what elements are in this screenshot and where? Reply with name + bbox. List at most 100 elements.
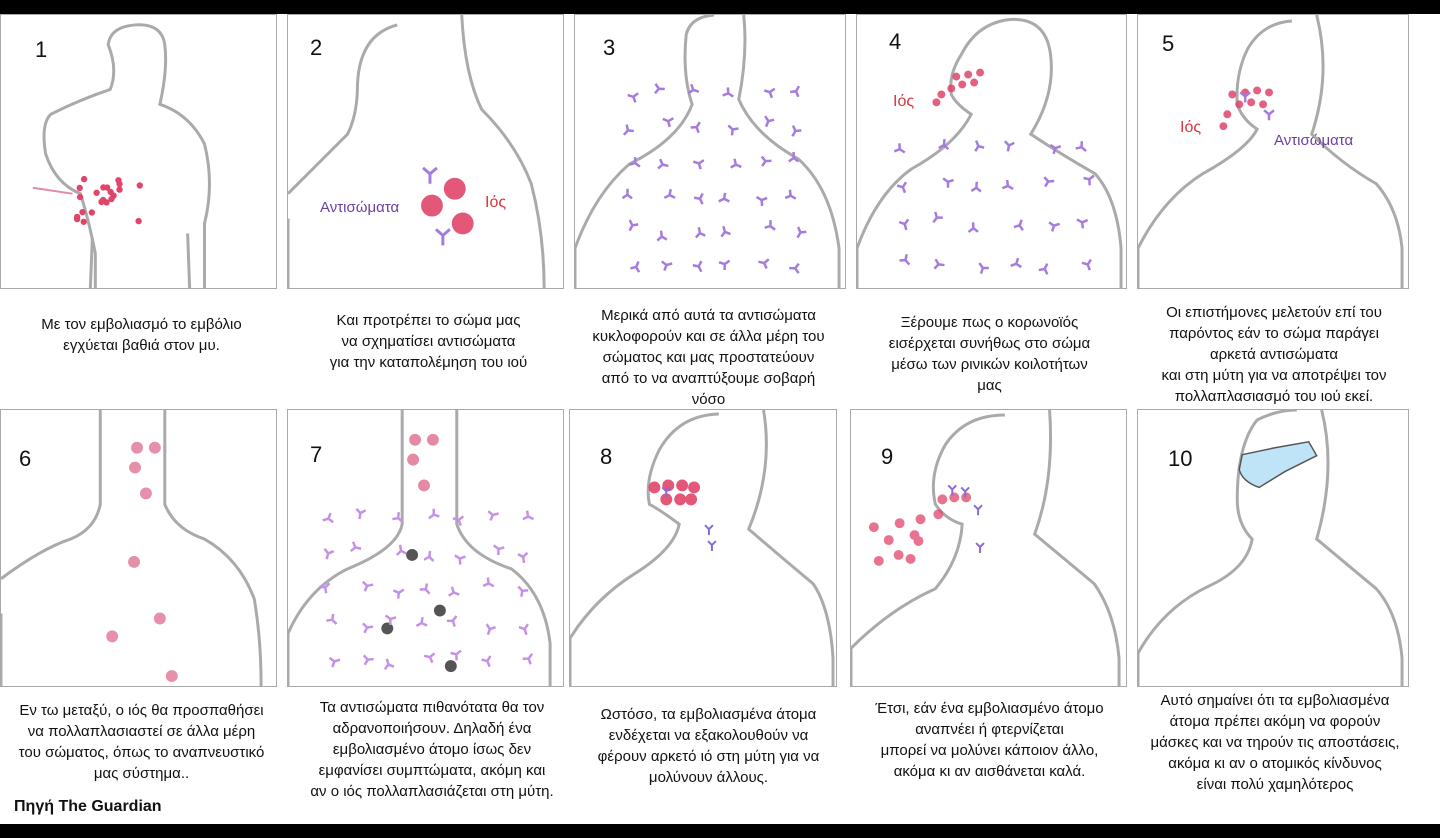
antibody-icon xyxy=(687,83,700,95)
antibody-icon xyxy=(1038,263,1049,275)
antibody-icon xyxy=(493,544,505,556)
antibody-icon xyxy=(323,547,335,560)
panel-7: 7 xyxy=(287,409,564,687)
bottom-black-bar xyxy=(0,824,1440,838)
antibody-icon xyxy=(482,577,495,588)
panel-9: 9 xyxy=(850,409,1127,687)
panel-3: 3 xyxy=(574,14,846,289)
antibody-icon xyxy=(1003,140,1015,152)
antibody-icon xyxy=(978,262,989,274)
antibody-icon xyxy=(446,615,458,627)
antibody-icon xyxy=(1048,221,1061,232)
panel-4: 4 Ιός xyxy=(856,14,1127,289)
antibody-icon xyxy=(518,623,530,636)
antibody-icon xyxy=(718,192,730,203)
injected-vaccine-dot xyxy=(73,215,81,223)
antibody-icon xyxy=(452,515,465,526)
virus-label: Ιός xyxy=(893,93,915,110)
antibody-icon xyxy=(428,508,440,520)
step-number: 1 xyxy=(35,37,48,62)
antibody-icon xyxy=(789,262,800,274)
step-number: 6 xyxy=(19,446,32,471)
panel-2: 2 Αντισώματα Ιός xyxy=(287,14,564,289)
virus-label: Ιός xyxy=(485,194,507,211)
antibody-icon xyxy=(1083,174,1095,186)
body-figure-antibody-formation xyxy=(288,15,546,288)
antibody-icon xyxy=(349,541,362,553)
antibody-icon xyxy=(933,258,945,270)
body-figure-sneezing xyxy=(851,410,1121,686)
antibody-icon xyxy=(656,230,668,242)
antibody-icon xyxy=(355,507,367,520)
antibody-icon xyxy=(760,155,772,167)
antibody-icon xyxy=(764,220,776,231)
antibody-icon xyxy=(694,226,706,239)
antibody-icon xyxy=(718,259,731,271)
injected-vaccine-dot xyxy=(76,184,83,192)
antibody-icon xyxy=(720,225,731,238)
caption-1: Με τον εμβολιασμό το εμβόλιο εγχύεται βα… xyxy=(41,316,242,354)
panel-10: 10 xyxy=(1137,409,1409,687)
antibody-icon xyxy=(1043,176,1055,188)
body-figure-antibodies-neutralising xyxy=(288,410,552,686)
body-figure-wearing-mask xyxy=(1138,410,1404,686)
antibody-icon xyxy=(692,260,703,273)
antibody-icon xyxy=(1075,141,1087,152)
antibody-icon xyxy=(481,655,492,668)
antibody-icon xyxy=(517,551,529,564)
injected-vaccine-dot xyxy=(136,182,143,189)
antibody-icon xyxy=(522,510,535,521)
antibody-icon xyxy=(415,616,428,627)
antibody-icon xyxy=(660,260,673,272)
antibody-icon xyxy=(763,87,776,99)
virus-label: Ιός xyxy=(1180,119,1202,136)
antibody-icon xyxy=(654,83,665,95)
caption-4: Ξέρουμε πως ο κορωνοϊός εισέρχεται συνήθ… xyxy=(888,314,1091,394)
antibody-icon xyxy=(384,614,397,625)
antibody-icon xyxy=(789,85,801,98)
antibody-icon xyxy=(326,613,338,625)
antibodies-label: Αντισώματα xyxy=(1274,132,1354,149)
antibody-icon xyxy=(758,258,770,269)
antibody-icon xyxy=(899,254,911,266)
injected-vaccine-dot xyxy=(93,189,100,196)
body-figure-arm-injection xyxy=(32,23,211,288)
injected-vaccine-dot xyxy=(76,193,84,201)
antibody-icon xyxy=(970,181,982,193)
antibody-icon xyxy=(788,151,800,163)
step-number: 4 xyxy=(889,29,902,54)
antibody-icon xyxy=(942,177,954,188)
antibody-icon xyxy=(383,658,395,671)
antibodies-label: Αντισώματα xyxy=(320,199,400,216)
caption-10: Αυτό σημαίνει ότι τα εμβολιασμένα άτομα … xyxy=(1150,692,1400,793)
antibody-icon xyxy=(1081,258,1092,271)
injected-vaccine-dot xyxy=(98,198,105,206)
panel-6: 6 xyxy=(0,409,277,687)
step-number: 3 xyxy=(603,35,616,60)
injected-vaccine-dot xyxy=(100,184,107,191)
antibody-icon xyxy=(755,195,768,207)
antibody-icon xyxy=(896,181,908,194)
antibody-icon xyxy=(692,159,705,170)
antibody-icon xyxy=(784,189,797,200)
antibody-icon xyxy=(690,121,701,134)
antibody-icon xyxy=(796,226,807,239)
caption-3: Μερικά από αυτά τα αντισώματα κυκλοφορού… xyxy=(592,307,825,408)
antibody-icon xyxy=(1001,179,1014,190)
antibody-icon xyxy=(322,512,334,524)
antibody-icon xyxy=(1076,218,1089,229)
antibody-icon xyxy=(328,656,341,668)
caption-7: Τα αντισώματα πιθανότατα θα τον αδρανοπο… xyxy=(310,699,554,800)
antibody-icon xyxy=(628,219,639,232)
injected-vaccine-dot xyxy=(80,175,88,183)
antibody-icon xyxy=(627,92,639,103)
antibody-icon xyxy=(662,117,675,128)
antibody-icon xyxy=(1010,257,1022,269)
antibody-icon xyxy=(395,544,407,556)
antibody-icon xyxy=(1013,219,1024,232)
antibody-icon xyxy=(362,654,374,666)
body-figure-nasal-antibodies xyxy=(1138,15,1404,288)
body-figure-virus-in-nose xyxy=(570,410,835,686)
injected-vaccine-dot xyxy=(116,186,123,193)
panel-1: 1 xyxy=(0,14,277,289)
